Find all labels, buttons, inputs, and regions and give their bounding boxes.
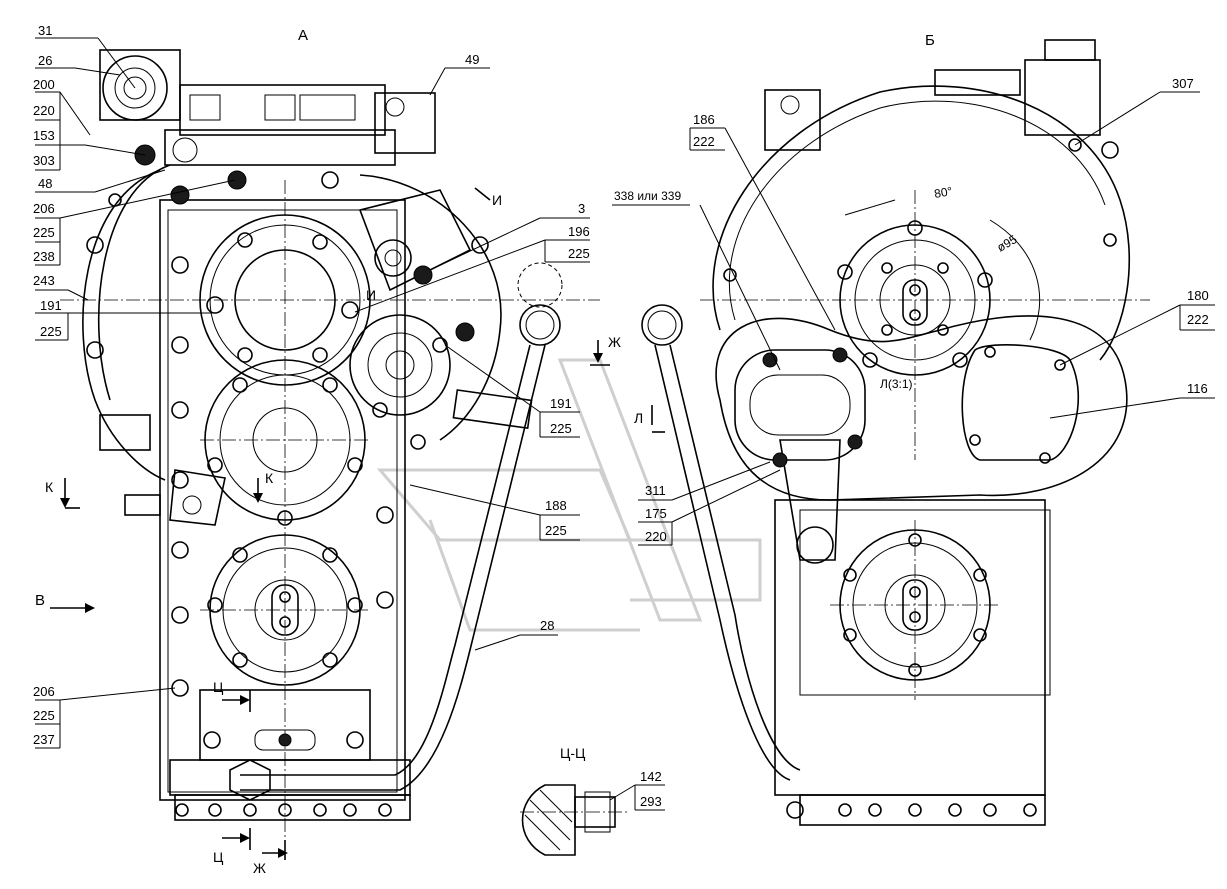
callout-220: 220: [33, 103, 55, 118]
callout-225-188: 225: [545, 523, 567, 538]
callout-222-right: 222: [1187, 312, 1209, 327]
view-b-label: Б: [925, 32, 935, 49]
callout-220-b: 220: [645, 529, 667, 544]
callout-3: 3: [578, 201, 585, 216]
view-a-bolts: [86, 144, 489, 817]
callout-225-right-top: 225: [568, 246, 590, 261]
arrow-l-label: Л: [634, 410, 643, 426]
view-arrows: [50, 187, 665, 860]
watermark: [376, 358, 762, 632]
callout-31: 31: [38, 23, 52, 38]
section-ts-label: Ц-Ц: [560, 745, 586, 761]
callout-188: 188: [545, 498, 567, 513]
arrow-k-mid-label: К: [265, 470, 274, 486]
callout-49: 49: [465, 52, 479, 67]
leader-lines: [35, 37, 1215, 811]
callout-175: 175: [645, 506, 667, 521]
view-b-bolts: [723, 138, 1119, 819]
view-b-body: [641, 39, 1150, 826]
callout-311: 311: [645, 483, 666, 498]
labels: А Б В К К Ж Ж Ц Ц И И Л Л(3:1) Ц-Ц 80° ø…: [33, 23, 1209, 876]
callout-196: 196: [568, 224, 590, 239]
callout-26: 26: [38, 53, 52, 68]
callout-303: 303: [33, 153, 55, 168]
callout-225-right: 225: [550, 421, 572, 436]
callout-180: 180: [1187, 288, 1209, 303]
callout-225-bottom: 225: [33, 708, 55, 723]
section-l-label: Л(3:1): [880, 377, 913, 391]
arrow-i-top-label: И: [492, 192, 502, 208]
callout-206-top: 206: [33, 201, 55, 216]
arrow-i-mid-label: И: [366, 287, 376, 303]
arrow-zh-top-label: Ж: [608, 334, 621, 350]
section-ts-drawing: [520, 784, 630, 856]
callout-206-bottom: 206: [33, 684, 55, 699]
callout-186: 186: [693, 112, 715, 127]
angle-dimension: 80°: [933, 184, 954, 201]
callout-293: 293: [640, 794, 662, 809]
callout-225-left: 225: [40, 324, 62, 339]
callout-153: 153: [33, 128, 55, 143]
callout-200: 200: [33, 77, 55, 92]
diameter-dimension: ø95: [995, 232, 1020, 255]
callout-28: 28: [540, 618, 554, 633]
callout-142: 142: [640, 769, 662, 784]
callout-48: 48: [38, 176, 52, 191]
callout-225-top: 225: [33, 225, 55, 240]
callout-191-right: 191: [550, 396, 572, 411]
callout-191-left: 191: [40, 298, 62, 313]
callout-243: 243: [33, 273, 55, 288]
callout-338-339: 338 или 339: [614, 189, 681, 203]
arrow-k-left-label: К: [45, 479, 54, 495]
arrow-ts-bottom-label: Ц: [213, 849, 224, 865]
callout-238: 238: [33, 249, 55, 264]
callout-237: 237: [33, 732, 55, 747]
arrow-v-label: В: [35, 592, 45, 609]
view-a-label: А: [298, 27, 308, 44]
callout-116: 116: [1187, 381, 1208, 396]
arrow-ts-top-label: Ц: [213, 679, 224, 695]
callout-307: 307: [1172, 76, 1194, 91]
arrow-zh-bottom-label: Ж: [253, 860, 266, 876]
callout-222-top: 222: [693, 134, 715, 149]
